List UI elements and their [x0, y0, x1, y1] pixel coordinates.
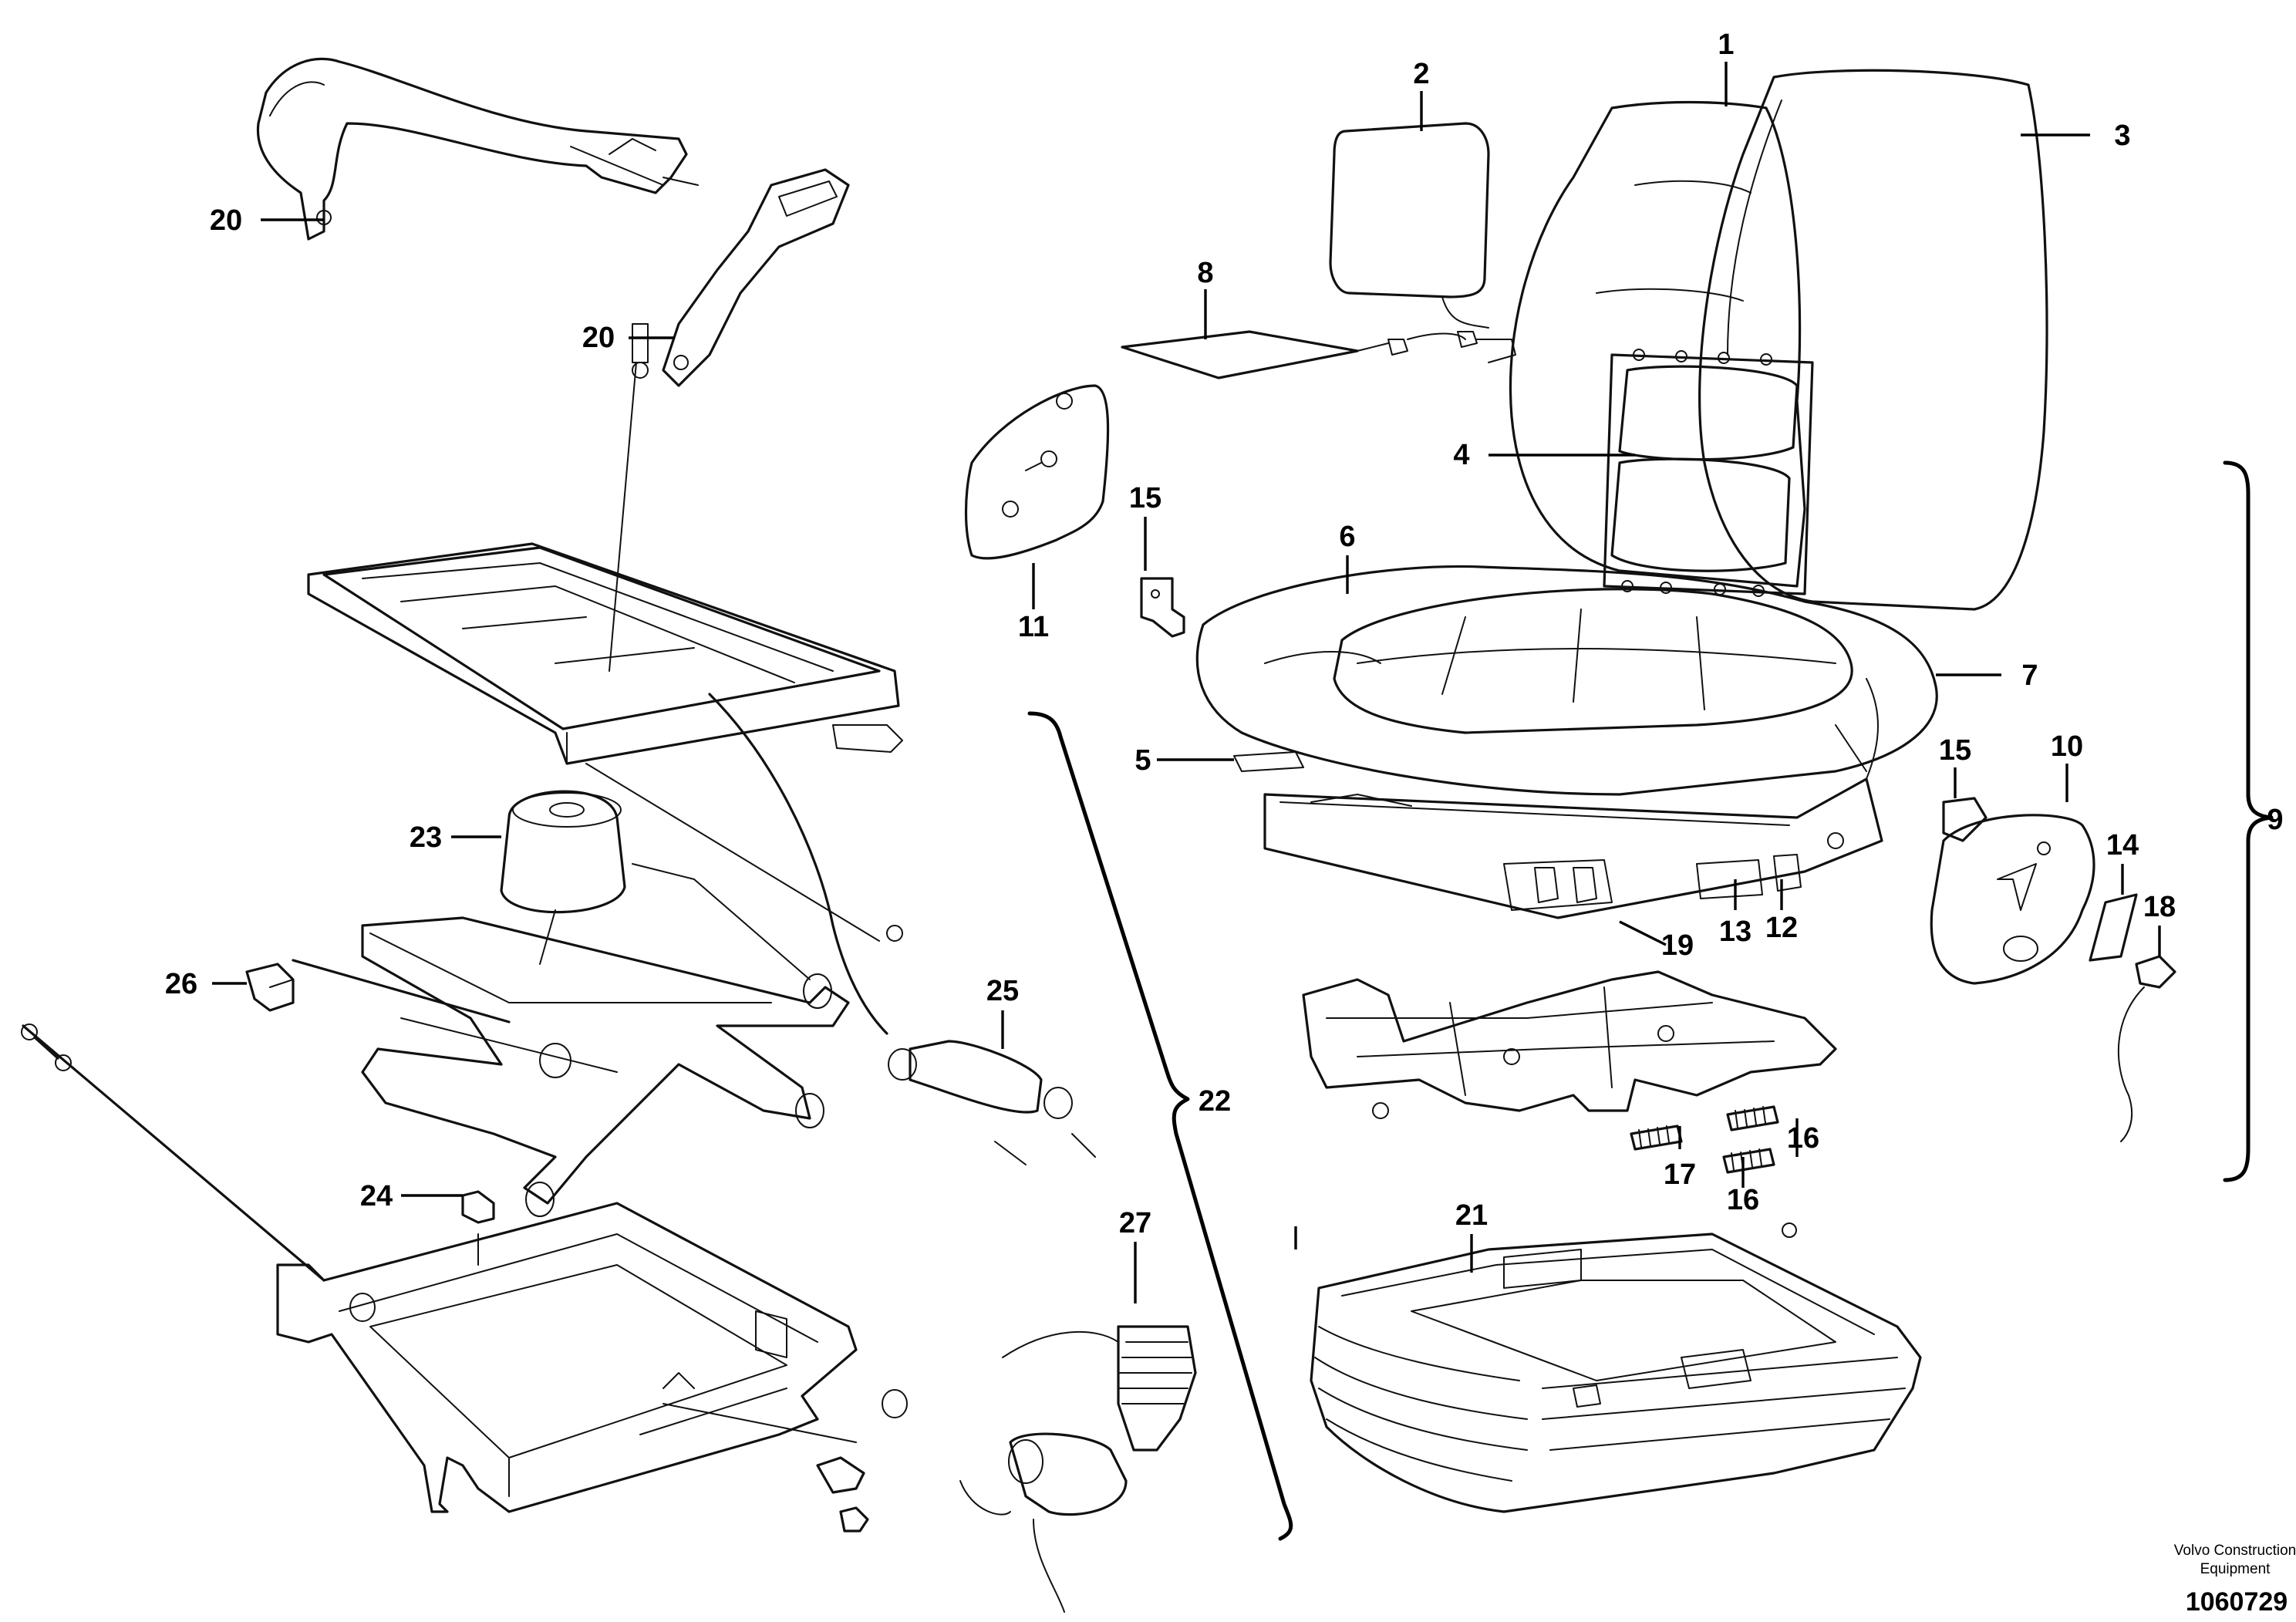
- shock-absorber-part: [888, 1040, 1096, 1165]
- footer: Volvo Construction Equipment 1060729: [2174, 1543, 2296, 1617]
- footer-brand-line-1: Volvo Construction: [2174, 1543, 2296, 1559]
- callout-11: 11: [1018, 611, 1049, 643]
- switch-label-part: [2089, 893, 2138, 962]
- switch-bracket-part: [1140, 577, 1185, 638]
- callout-16-right: 16: [1787, 1122, 1819, 1155]
- callout-7: 7: [2021, 659, 2038, 692]
- compressor-part: [959, 1325, 1197, 1613]
- lumbar-support-part: [1603, 349, 1814, 597]
- seat-belt-retractor-part: [256, 57, 699, 241]
- footer-brand-line-2: Equipment: [2200, 1561, 2271, 1577]
- leader-lines: [212, 62, 2161, 1303]
- callout-20-lower: 20: [582, 322, 615, 354]
- spring-part: [1722, 1148, 1775, 1174]
- armrest-control-panel-part: [1930, 814, 2095, 985]
- callout-22: 22: [1199, 1085, 1231, 1118]
- callout-14: 14: [2106, 829, 2139, 862]
- callout-15-lower: 15: [1939, 734, 1971, 767]
- seat-slide-rail-frame-part: [307, 323, 903, 942]
- callout-4: 4: [1453, 439, 1469, 471]
- callout-13: 13: [1719, 916, 1752, 948]
- seat-heating-pad-part: [1121, 330, 1516, 379]
- suspension-bellows-part: [1310, 1222, 1922, 1513]
- callout-labels: 1 2 3 4 5 6 7 8 9 10 11 12 13 14 15 15 1…: [165, 29, 2284, 1239]
- callout-2: 2: [1413, 58, 1429, 90]
- callout-1: 1: [1718, 29, 1734, 61]
- callout-21: 21: [1455, 1199, 1488, 1232]
- seat-pan-part: [1233, 678, 1883, 919]
- callout-5: 5: [1135, 744, 1151, 777]
- bottom-frame-part: [276, 1202, 908, 1513]
- callout-9: 9: [2267, 804, 2283, 836]
- callout-24: 24: [360, 1180, 393, 1212]
- valve-part: [245, 963, 295, 1012]
- callout-10: 10: [2051, 730, 2083, 763]
- occupancy-sensor-part: [2117, 955, 2176, 1142]
- callout-18: 18: [2143, 891, 2176, 923]
- drawing-number: 1060729: [2186, 1587, 2288, 1617]
- callout-19: 19: [1661, 929, 1694, 962]
- bracket-and-nut-part: [816, 1456, 869, 1533]
- switch-part: [1942, 797, 1988, 842]
- seat-belt-buckle-part: [662, 168, 850, 387]
- callout-23: 23: [410, 821, 442, 854]
- callout-12: 12: [1765, 912, 1798, 944]
- backrest-part: [1509, 69, 2048, 611]
- headrest-heating-pad-part: [1329, 122, 1490, 329]
- air-spring-part: [500, 790, 626, 914]
- callout-6: 6: [1339, 521, 1355, 553]
- seat-cushion-part: [1195, 565, 1938, 796]
- valve-hose-part: [292, 959, 511, 1023]
- spring-part: [1630, 1125, 1683, 1151]
- seat-adjust-mechanism-part: [1302, 970, 1837, 1119]
- callout-15-upper: 15: [1129, 482, 1161, 514]
- side-bracket-part: [964, 384, 1110, 560]
- scissor-suspension-part: [361, 863, 850, 1217]
- callout-25: 25: [986, 975, 1019, 1007]
- callout-3: 3: [2114, 120, 2130, 152]
- callout-8: 8: [1197, 257, 1213, 289]
- assembly-brace-22: [1027, 711, 1293, 1541]
- assembly-brace-9: [2223, 460, 2274, 1182]
- callout-20-upper: 20: [210, 204, 242, 237]
- callout-17: 17: [1664, 1158, 1696, 1191]
- air-fitting-part: [461, 1190, 495, 1224]
- callout-27: 27: [1119, 1207, 1151, 1239]
- callout-16-lower: 16: [1727, 1184, 1759, 1216]
- height-adjust-rod-part: [22, 1024, 325, 1282]
- callout-26: 26: [165, 968, 197, 1000]
- seat-adjust-cable-part: [708, 693, 888, 1035]
- spring-part: [1726, 1105, 1779, 1131]
